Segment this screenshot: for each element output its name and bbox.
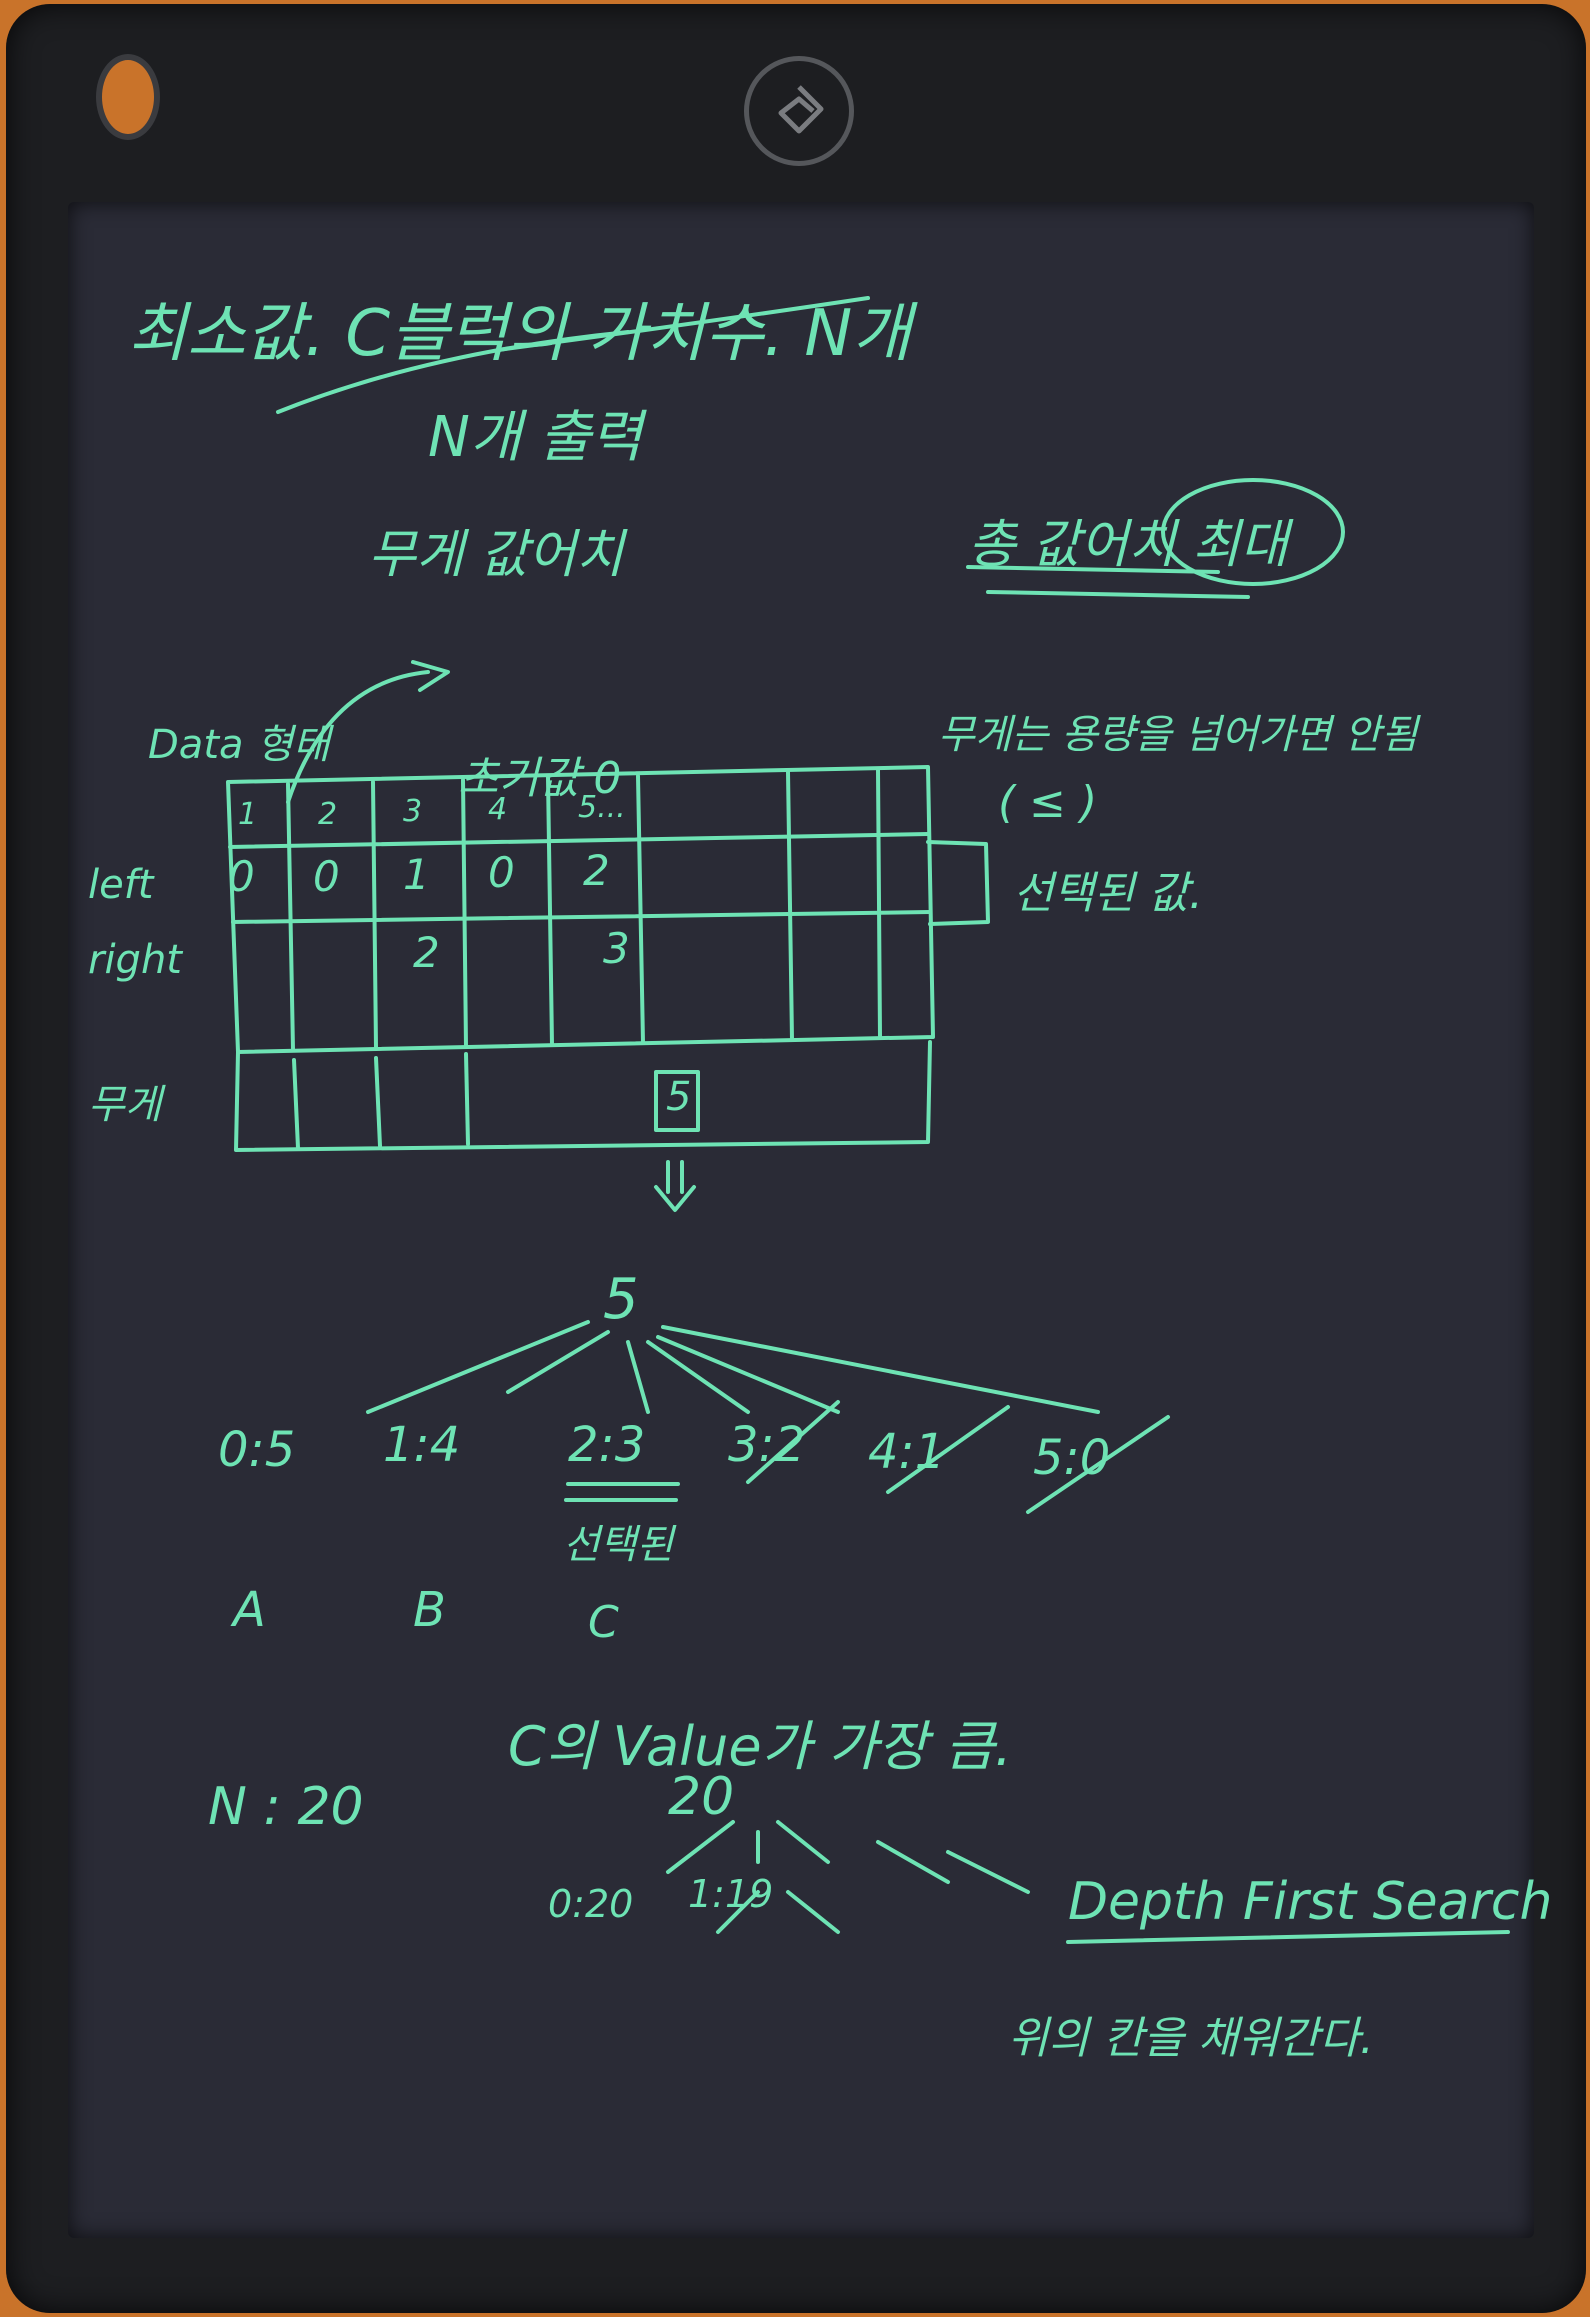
left-cell: 1 bbox=[403, 850, 430, 899]
option-c: C bbox=[588, 1597, 619, 1648]
split-1: 1:4 bbox=[383, 1417, 461, 1473]
data-label: Data 형태 bbox=[148, 722, 330, 768]
row-label-left: left bbox=[88, 862, 154, 908]
left-cell: 2 bbox=[583, 846, 610, 895]
drawing-screen[interactable]: 최소값. C블럭의 가치수. N개 N개 출력 무게 값어치 총 값어치 최대 … bbox=[68, 202, 1552, 2238]
option-b: B bbox=[413, 1582, 446, 1638]
split-0: 0:5 bbox=[218, 1422, 296, 1478]
selected-value-label: 선택된 값. bbox=[1013, 868, 1203, 919]
split2-0: 0:20 bbox=[548, 1882, 634, 1926]
split-5: 5:0 bbox=[1033, 1430, 1111, 1486]
left-cell: 0 bbox=[488, 848, 515, 897]
n-equation: N : 20 bbox=[208, 1777, 364, 1837]
note-goal: 총 값어치 최대 bbox=[968, 515, 1289, 575]
note-paren: ( ≤ ) bbox=[998, 777, 1098, 828]
tablet-logo-icon bbox=[778, 85, 824, 134]
weight-cell: 5 bbox=[666, 1074, 692, 1120]
col-header: 4 bbox=[488, 792, 508, 827]
tree2-root: 20 bbox=[668, 1767, 735, 1827]
selected-label: 선택된 bbox=[563, 1522, 674, 1568]
method-label: Depth First Search bbox=[1068, 1872, 1553, 1932]
option-a: A bbox=[233, 1582, 266, 1638]
split2-1: 1:19 bbox=[688, 1872, 774, 1916]
right-cell: 2 bbox=[413, 928, 440, 977]
tree-root: 5 bbox=[603, 1267, 639, 1332]
col-header: 5... bbox=[578, 790, 626, 825]
split-2: 2:3 bbox=[568, 1417, 646, 1473]
left-cell: 0 bbox=[313, 852, 340, 901]
row-label-weight: 무게 bbox=[88, 1082, 162, 1128]
left-cell: 0 bbox=[228, 852, 255, 901]
handwriting-strokes bbox=[226, 296, 1510, 1944]
col-header: 2 bbox=[318, 797, 338, 832]
init-value-label: 초기값 0 bbox=[458, 753, 622, 804]
note-subtitle: N개 출력 bbox=[428, 405, 643, 470]
split-3: 3:2 bbox=[728, 1417, 806, 1473]
note-title: 최소값. C블럭의 가치수. N개 bbox=[128, 297, 912, 371]
split-4: 4:1 bbox=[868, 1424, 946, 1480]
strap-hole bbox=[96, 54, 160, 140]
col-header: 3 bbox=[403, 794, 423, 829]
method-note: 위의 칸을 채워간다. bbox=[1008, 2013, 1374, 2064]
row-label-right: right bbox=[88, 937, 182, 983]
clear-button[interactable] bbox=[744, 56, 854, 166]
conclusion: C의 Value가 가장 큼. bbox=[508, 1715, 1012, 1778]
note-weight-value: 무게 값어치 bbox=[368, 525, 624, 585]
lcd-writing-tablet: 최소값. C블럭의 가치수. N개 N개 출력 무게 값어치 총 값어치 최대 … bbox=[6, 4, 1586, 2313]
right-cell: 3 bbox=[603, 924, 630, 973]
col-header: 1 bbox=[238, 797, 258, 832]
note-condition: 무게는 용량을 넘어가면 안됨 bbox=[938, 712, 1418, 758]
